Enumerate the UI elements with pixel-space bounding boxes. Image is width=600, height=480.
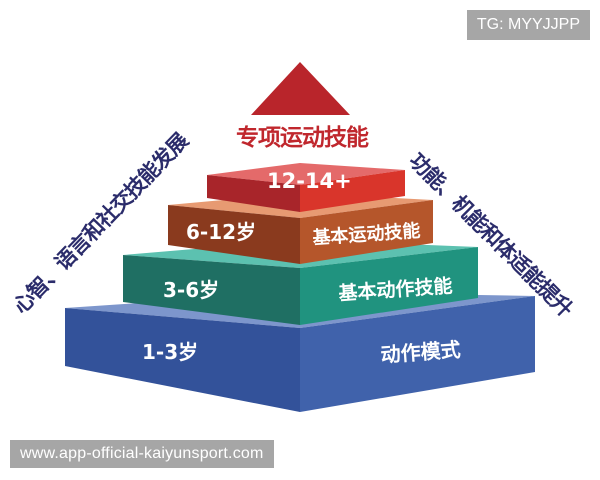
tier-3-age-label: 6-12岁 [186,220,257,244]
tier-1-age-label: 1-3岁 [142,340,199,364]
watermark-top-right: TG: MYYJJPP [466,10,590,40]
apex-label: 专项运动技能 [236,125,369,151]
apex-arrow-icon [251,62,350,115]
tier-1-skill-label: 动作模式 [379,337,462,367]
tier-4-shape [207,163,405,212]
tier-2-age-label: 3-6岁 [163,278,220,302]
watermark-bottom-left: www.app-official-kaiyunsport.com [10,440,274,468]
tier-4-age-label: 12-14+ [267,169,352,193]
